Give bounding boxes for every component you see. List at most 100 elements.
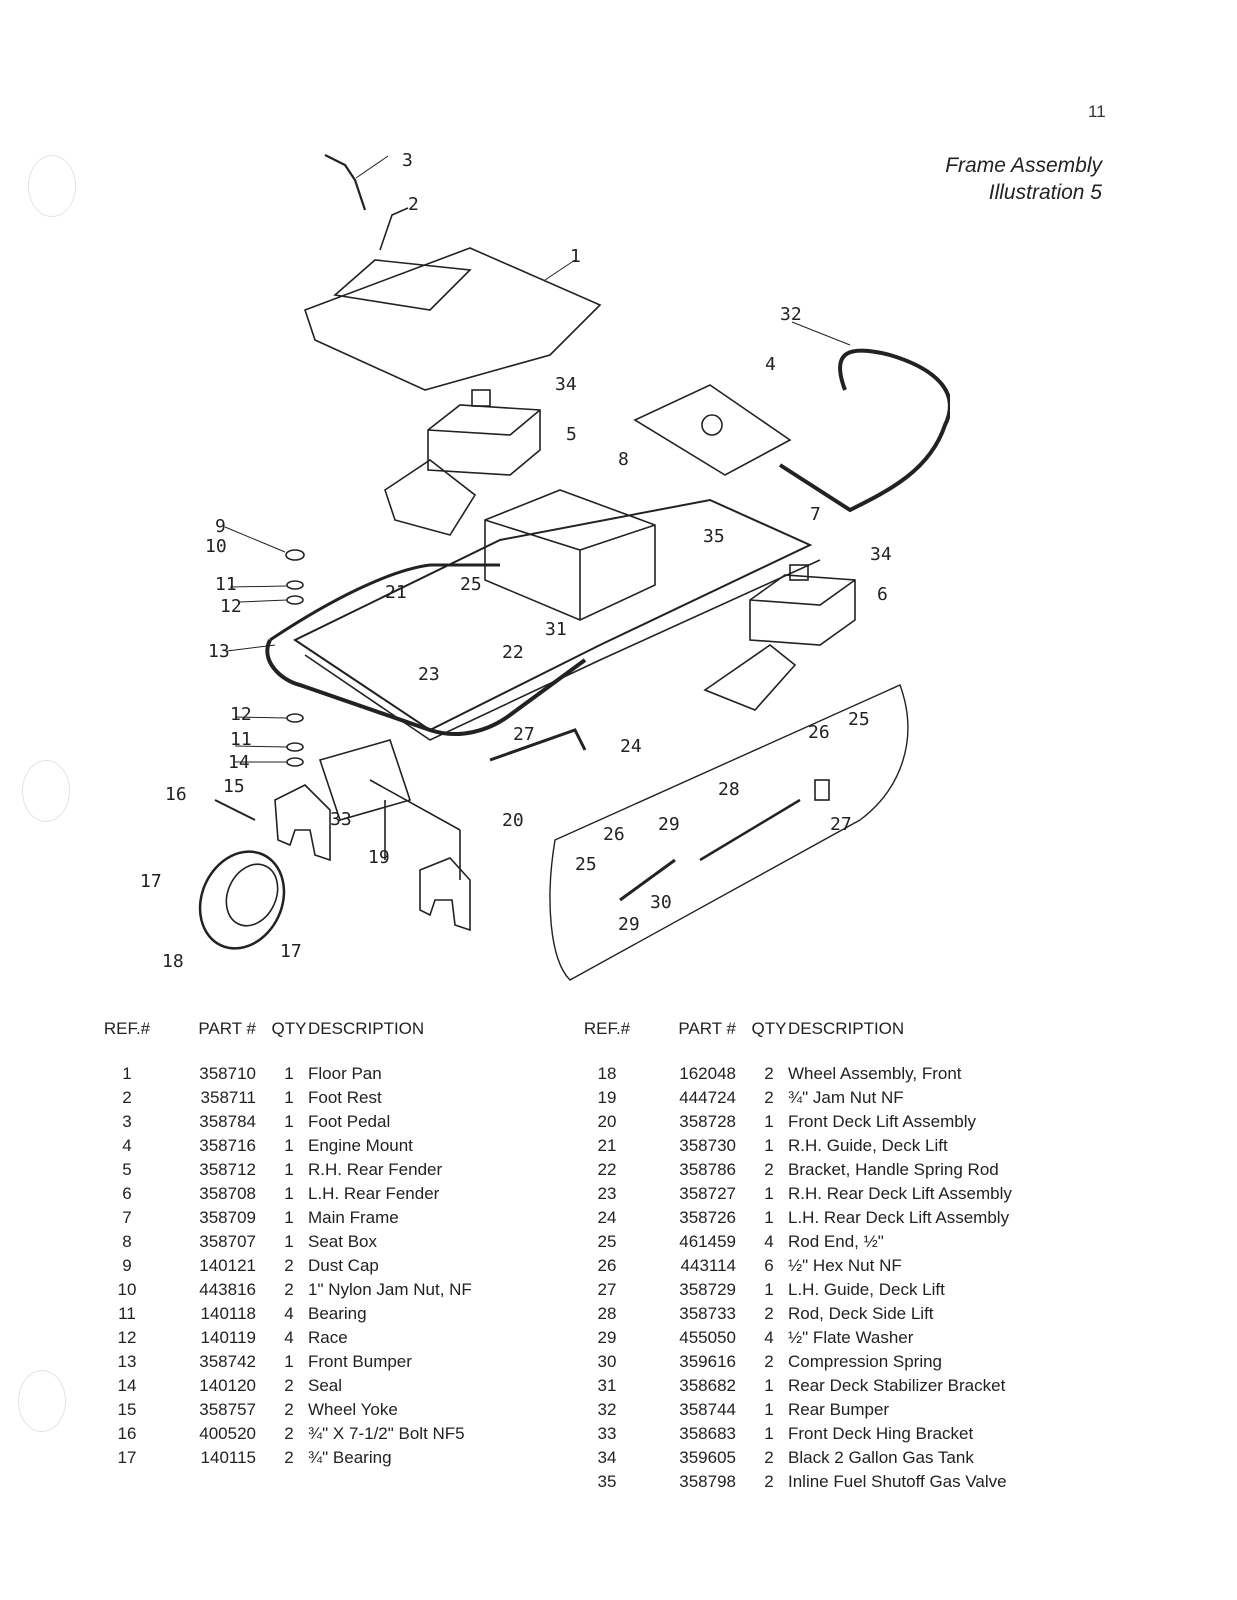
description-cell: 1" Nylon Jam Nut, NF — [308, 1280, 472, 1299]
part-number-cell: 455050 — [679, 1328, 736, 1347]
qty-cell: 1 — [284, 1184, 294, 1203]
description-cell: Rod End, ½" — [788, 1232, 884, 1251]
ref-cell: 3 — [122, 1112, 132, 1131]
ref-cell: 2 — [122, 1088, 132, 1107]
callout-11a: 11 — [215, 574, 237, 595]
part-number-cell: 443816 — [199, 1280, 256, 1299]
description-cell: Wheel Yoke — [308, 1400, 398, 1419]
part-number-cell: 140115 — [200, 1448, 256, 1467]
spacer-row — [578, 1042, 1012, 1062]
description-cell: Front Deck Hing Bracket — [788, 1424, 974, 1443]
rear-fender-shape — [384, 459, 477, 536]
description-cell: Bracket, Handle Spring Rod — [788, 1160, 999, 1179]
header-description: DESCRIPTION — [308, 1019, 425, 1038]
callout-25c: 25 — [575, 854, 597, 875]
ref-cell: 8 — [122, 1232, 132, 1251]
description-cell: Rear Bumper — [788, 1400, 890, 1419]
qty-cell: 2 — [764, 1352, 774, 1371]
part-number-cell: 140121 — [199, 1256, 256, 1275]
ref-cell: 30 — [597, 1352, 617, 1371]
qty-cell: 2 — [764, 1064, 774, 1083]
qty-cell: 4 — [284, 1328, 294, 1347]
exploded-diagram: 1 2 3 4 5 6 7 8 9 10 11 12 13 12 11 14 1… — [130, 140, 952, 1000]
ref-cell: 16 — [117, 1424, 137, 1443]
part-number-cell: 400520 — [199, 1424, 256, 1443]
part-number-cell: 358716 — [199, 1136, 256, 1155]
description-cell: Foot Pedal — [308, 1112, 391, 1131]
qty-cell: 1 — [284, 1064, 294, 1083]
callout-18: 18 — [162, 951, 184, 972]
part-number-cell: 358744 — [679, 1400, 736, 1419]
ref-cell: 6 — [122, 1184, 132, 1203]
qty-cell: 1 — [764, 1376, 774, 1395]
part-number-cell: 358710 — [199, 1064, 256, 1083]
part-number-cell: 444724 — [679, 1088, 736, 1107]
qty-cell: 2 — [284, 1376, 294, 1395]
ref-cell: 27 — [597, 1280, 617, 1299]
qty-cell: 1 — [764, 1184, 774, 1203]
part-number-cell: 358784 — [199, 1112, 256, 1131]
part-number-cell: 359605 — [679, 1448, 736, 1467]
seat-box-shape — [484, 489, 656, 621]
callout-20: 20 — [502, 810, 524, 831]
callout-14: 14 — [228, 752, 250, 773]
ref-cell: 31 — [597, 1376, 617, 1395]
part-number-cell: 358712 — [199, 1160, 256, 1179]
qty-cell: 1 — [764, 1280, 774, 1299]
qty-cell: 1 — [764, 1112, 774, 1131]
spacer-row — [98, 1042, 528, 1062]
ref-cell: 11 — [118, 1304, 136, 1323]
callout-35: 35 — [703, 526, 725, 547]
ref-cell: 35 — [597, 1472, 617, 1491]
punch-hole-top — [28, 155, 76, 217]
callout-31: 31 — [545, 619, 567, 640]
description-cell: R.H. Guide, Deck Lift — [788, 1136, 948, 1155]
callout-1: 1 — [570, 246, 581, 267]
callout-12a: 12 — [220, 596, 242, 617]
wheel-yoke-shape — [274, 784, 331, 862]
punch-hole-middle — [22, 760, 70, 822]
qty-cell: 1 — [764, 1424, 774, 1443]
qty-cell: 1 — [764, 1136, 774, 1155]
ref-cell: 33 — [597, 1424, 617, 1443]
table-row: 3 358784 1 Foot Pedal — [98, 1110, 528, 1134]
qty-cell: 4 — [764, 1328, 774, 1347]
callout-3: 3 — [402, 150, 413, 171]
qty-cell: 1 — [284, 1112, 294, 1131]
ref-cell: 23 — [597, 1184, 617, 1203]
part-number-cell: 358708 — [199, 1184, 256, 1203]
description-cell: ½" Flate Washer — [788, 1328, 914, 1347]
qty-cell: 2 — [284, 1256, 294, 1275]
ref-cell: 20 — [597, 1112, 617, 1131]
part-number-cell: 358711 — [200, 1088, 256, 1107]
part-number-cell: 358728 — [679, 1112, 736, 1131]
ref-cell: 19 — [597, 1088, 617, 1107]
callout-8: 8 — [618, 449, 629, 470]
callout-12b: 12 — [230, 704, 252, 725]
qty-cell: 2 — [284, 1448, 294, 1467]
qty-cell: 2 — [764, 1472, 774, 1491]
lh-fender-shape — [703, 644, 797, 711]
header-part: PART # — [678, 1019, 736, 1038]
header-ref: REF.# — [583, 1019, 631, 1038]
part-number-cell: 140118 — [200, 1304, 256, 1323]
ref-cell: 26 — [597, 1256, 617, 1275]
qty-cell: 2 — [764, 1088, 774, 1107]
ref-cell: 9 — [122, 1256, 132, 1275]
description-cell: ¾" Bearing — [308, 1448, 392, 1467]
description-cell: Black 2 Gallon Gas Tank — [788, 1448, 974, 1467]
